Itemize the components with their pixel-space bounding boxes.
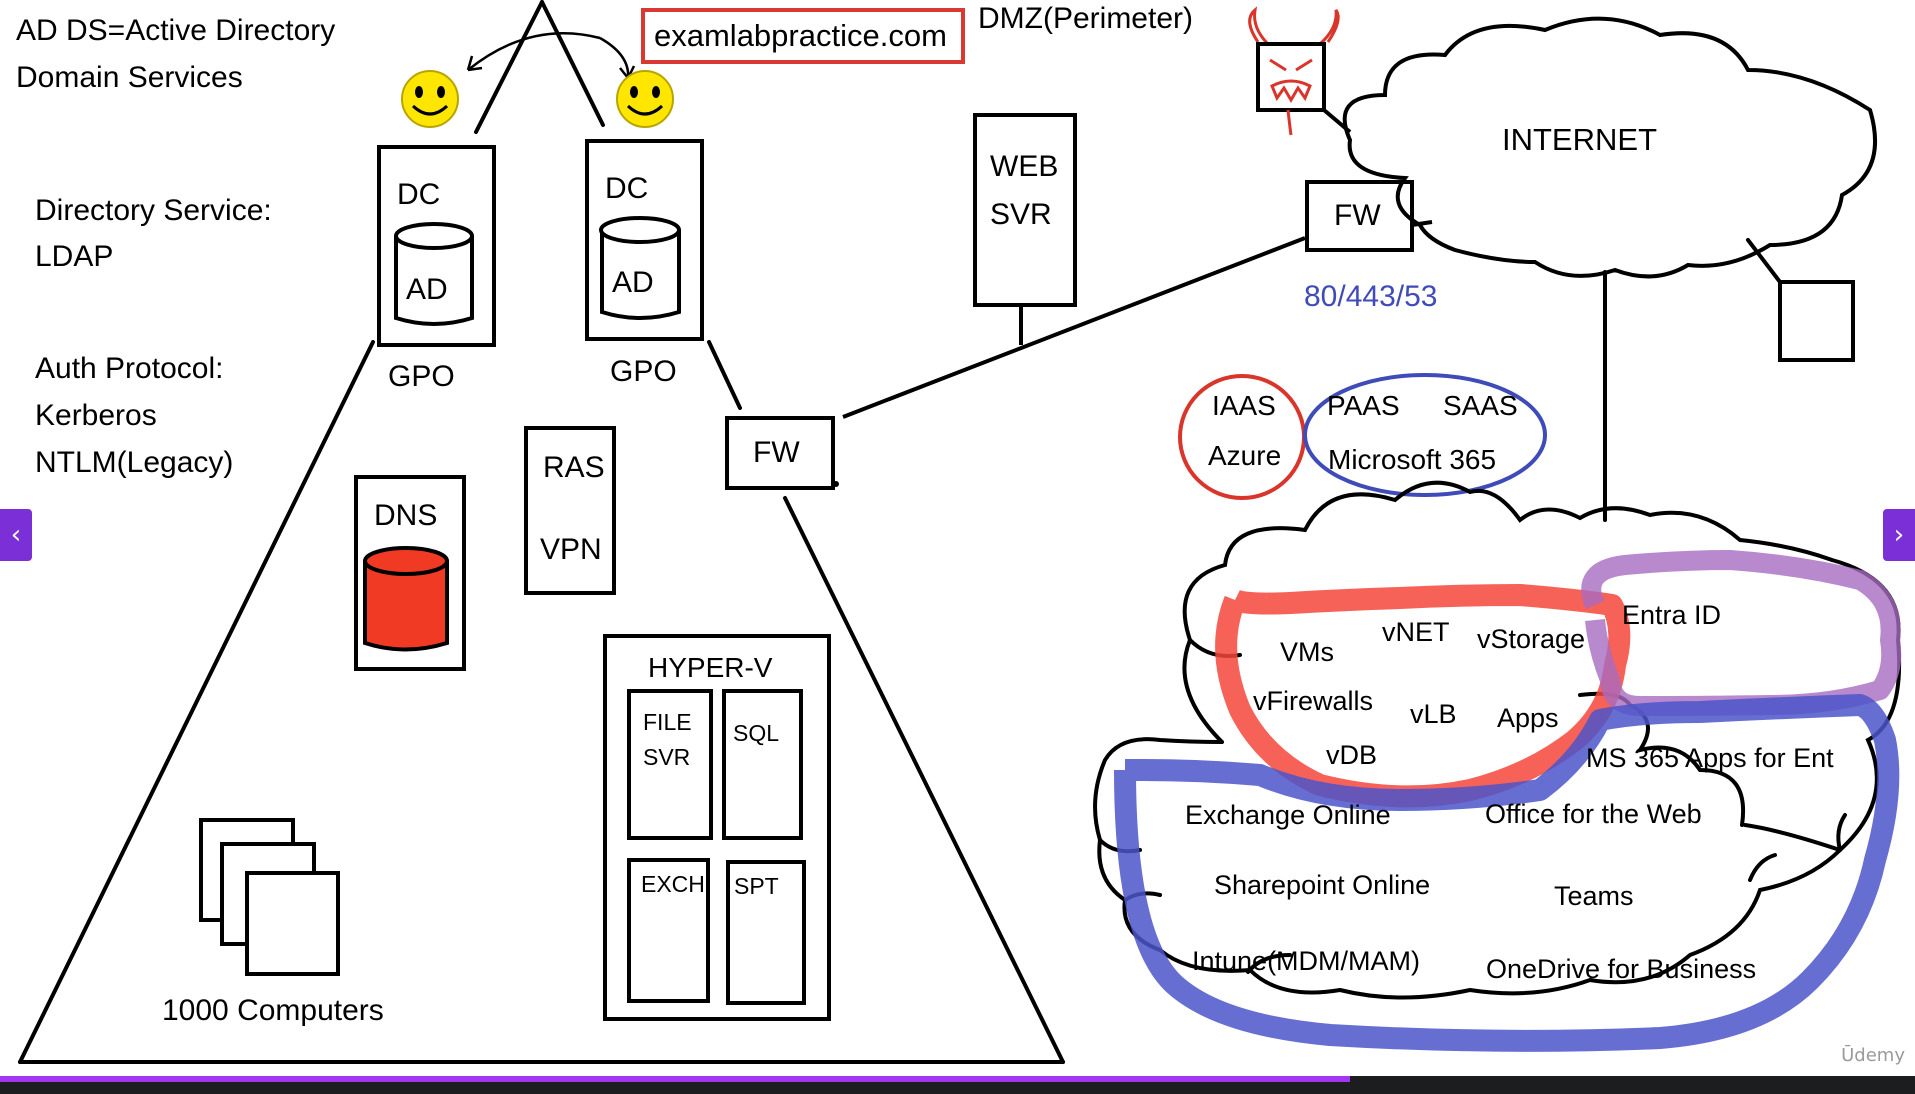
chevron-left-icon: ‹ bbox=[10, 520, 22, 550]
attacker-devil-icon bbox=[1248, 6, 1352, 136]
hyper-v-label: HYPER-V bbox=[648, 652, 773, 683]
entra-highlight bbox=[1581, 550, 1902, 716]
computers-stack-icon bbox=[199, 818, 340, 976]
replication-arrows bbox=[466, 32, 636, 79]
ras-vpn-server: RAS VPN bbox=[524, 426, 616, 595]
website-box bbox=[641, 8, 965, 64]
paas-label: PAAS bbox=[1327, 390, 1400, 421]
exch-label: EXCH bbox=[641, 871, 705, 897]
dmz-label: DMZ(Perimeter) bbox=[978, 2, 1193, 35]
ms365-apps-label: MS 365 Apps for Ent bbox=[1586, 743, 1834, 773]
teams-label: Teams bbox=[1554, 881, 1634, 911]
database-icon bbox=[394, 222, 474, 326]
dmz-firewall: FW bbox=[1305, 180, 1433, 252]
apps-label: Apps bbox=[1497, 703, 1559, 733]
vfirewalls-label: vFirewalls bbox=[1253, 686, 1373, 716]
saas-label: SAAS bbox=[1443, 390, 1518, 421]
domain-controller-2: DC AD GPO bbox=[585, 139, 704, 388]
ports-label: 80/443/53 bbox=[1304, 280, 1437, 313]
vnet-label: vNET bbox=[1382, 617, 1450, 647]
dc1-ad-label: AD bbox=[406, 273, 448, 306]
dc1-label: DC bbox=[397, 178, 440, 211]
file-svr-line1: FILE bbox=[643, 709, 692, 735]
internet-cloud-icon bbox=[1342, 16, 1878, 522]
hyper-v-host bbox=[603, 634, 831, 1021]
vms-label: VMs bbox=[1280, 637, 1334, 667]
vdb-label: vDB bbox=[1326, 740, 1377, 770]
udemy-watermark: Ūdemy bbox=[1841, 1045, 1905, 1066]
video-progress-bar[interactable] bbox=[0, 1076, 1915, 1094]
next-lecture-button[interactable]: › bbox=[1883, 509, 1915, 561]
paas-saas-circle bbox=[1303, 373, 1547, 497]
iaas-label: IAAS bbox=[1212, 390, 1276, 421]
domain-controller-1: DC AD GPO bbox=[377, 145, 496, 393]
database-icon bbox=[363, 546, 449, 652]
dns-server: DNS bbox=[354, 475, 466, 671]
dns-label: DNS bbox=[374, 499, 437, 532]
azure-label: Azure bbox=[1208, 440, 1281, 471]
chevron-right-icon: › bbox=[1893, 520, 1905, 550]
ras-label: RAS bbox=[543, 451, 605, 484]
ad-ds-line1: AD DS=Active Directory bbox=[16, 14, 335, 47]
dc2-gpo-label: GPO bbox=[610, 355, 677, 388]
web-svr-line1: WEB bbox=[990, 150, 1058, 183]
smiley-icon bbox=[616, 70, 674, 128]
auth-protocol-ntlm: NTLM(Legacy) bbox=[35, 446, 233, 479]
auth-protocol-kerberos: Kerberos bbox=[35, 399, 157, 432]
previous-lecture-button[interactable]: ‹ bbox=[0, 509, 32, 561]
intune-label: Intune(MDM/MAM) bbox=[1192, 946, 1420, 976]
vstorage-label: vStorage bbox=[1477, 624, 1585, 654]
video-progress-fill bbox=[0, 1076, 1351, 1082]
vlb-label: vLB bbox=[1410, 699, 1457, 729]
directory-service-value: LDAP bbox=[35, 240, 113, 273]
fw-dmz-label: FW bbox=[1334, 199, 1381, 232]
directory-service-title: Directory Service: bbox=[35, 194, 272, 227]
sql-label: SQL bbox=[733, 720, 779, 746]
website-label: examlabpractice.com bbox=[654, 18, 947, 53]
office-web-label: Office for the Web bbox=[1485, 799, 1702, 829]
file-svr-line2: SVR bbox=[643, 744, 690, 770]
ad-ds-line2: Domain Services bbox=[16, 61, 243, 94]
internal-firewall: FW bbox=[725, 416, 839, 490]
computers-label: 1000 Computers bbox=[162, 994, 384, 1027]
sharepoint-online-label: Sharepoint Online bbox=[1214, 870, 1430, 900]
dmz-link bbox=[842, 236, 1306, 419]
onedrive-label: OneDrive for Business bbox=[1486, 954, 1756, 984]
web-server: WEB SVR bbox=[973, 113, 1077, 345]
database-icon bbox=[599, 216, 681, 320]
dc1-gpo-label: GPO bbox=[388, 360, 455, 393]
dc2-ad-label: AD bbox=[612, 266, 654, 299]
entra-id-label: Entra ID bbox=[1622, 600, 1721, 630]
microsoft-365-label: Microsoft 365 bbox=[1328, 444, 1496, 475]
vpn-label: VPN bbox=[540, 533, 602, 566]
dc2-label: DC bbox=[605, 172, 648, 205]
exchange-online-label: Exchange Online bbox=[1185, 800, 1391, 830]
saas-highlight bbox=[1114, 694, 1900, 1052]
spt-label: SPT bbox=[734, 873, 779, 899]
web-svr-line2: SVR bbox=[990, 198, 1052, 231]
auth-protocol-title: Auth Protocol: bbox=[35, 352, 223, 385]
onprem-triangle bbox=[18, 0, 1065, 1064]
fw-internal-label: FW bbox=[753, 436, 800, 469]
smiley-icon bbox=[401, 70, 459, 128]
internet-label: INTERNET bbox=[1502, 122, 1657, 157]
